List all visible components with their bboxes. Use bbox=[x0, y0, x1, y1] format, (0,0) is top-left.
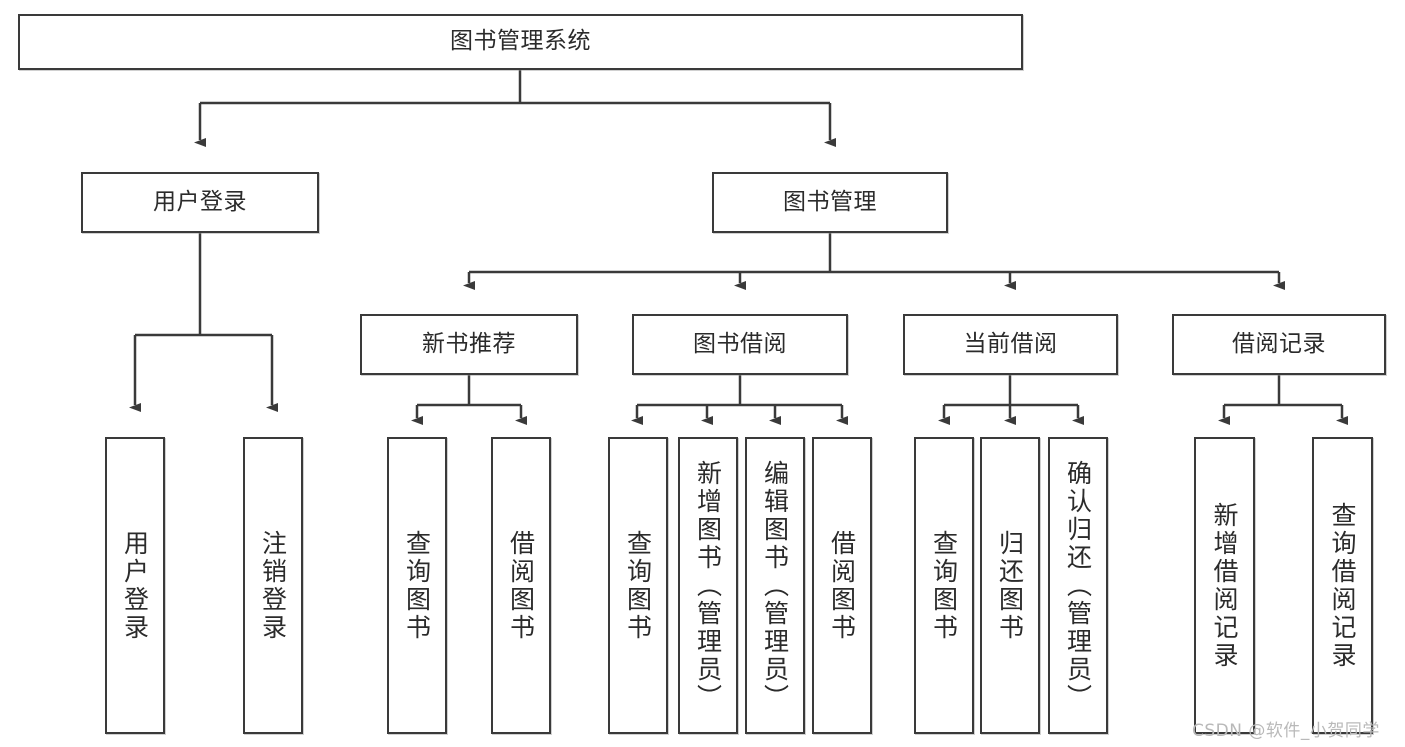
node-book-management[interactable]: 图书管理 bbox=[712, 172, 948, 233]
node-new-book-recommend[interactable]: 新书推荐 bbox=[360, 314, 578, 375]
leaf-logout-label: 注销登录 bbox=[258, 529, 288, 642]
leaf-current-return-book-label: 归还图书 bbox=[995, 529, 1025, 642]
node-borrow-record-label: 借阅记录 bbox=[1232, 330, 1326, 357]
node-user-login[interactable]: 用户登录 bbox=[81, 172, 319, 233]
leaf-newbook-borrow-book[interactable]: 借阅图书 bbox=[491, 437, 551, 734]
leaf-borrow-borrow-book-label: 借阅图书 bbox=[827, 529, 857, 642]
leaf-current-query-book-label: 查询图书 bbox=[929, 529, 959, 642]
leaf-newbook-borrow-book-label: 借阅图书 bbox=[506, 529, 536, 642]
leaf-record-query[interactable]: 查询借阅记录 bbox=[1312, 437, 1373, 734]
leaf-borrow-edit-book[interactable]: 编辑图书（管理员） bbox=[745, 437, 805, 734]
node-borrow-record[interactable]: 借阅记录 bbox=[1172, 314, 1386, 375]
leaf-borrow-query-book[interactable]: 查询图书 bbox=[608, 437, 668, 734]
leaf-newbook-query-book[interactable]: 查询图书 bbox=[387, 437, 447, 734]
leaf-record-add[interactable]: 新增借阅记录 bbox=[1194, 437, 1255, 734]
node-root-label: 图书管理系统 bbox=[450, 28, 591, 55]
leaf-borrow-query-book-label: 查询图书 bbox=[623, 529, 653, 642]
leaf-borrow-borrow-book[interactable]: 借阅图书 bbox=[812, 437, 872, 734]
leaf-user-login-label: 用户登录 bbox=[120, 529, 150, 642]
node-book-borrow-label: 图书借阅 bbox=[693, 330, 787, 357]
leaf-current-return-book[interactable]: 归还图书 bbox=[980, 437, 1040, 734]
leaf-newbook-query-book-label: 查询图书 bbox=[402, 529, 432, 642]
node-root[interactable]: 图书管理系统 bbox=[18, 14, 1023, 70]
leaf-borrow-add-book-label: 新增图书（管理员） bbox=[693, 459, 723, 712]
leaf-borrow-edit-book-label: 编辑图书（管理员） bbox=[760, 459, 790, 712]
leaf-record-add-label: 新增借阅记录 bbox=[1210, 501, 1239, 670]
node-book-management-label: 图书管理 bbox=[783, 188, 877, 215]
leaf-current-confirm-return[interactable]: 确认归还（管理员） bbox=[1048, 437, 1108, 734]
leaf-logout[interactable]: 注销登录 bbox=[243, 437, 303, 734]
node-user-login-label: 用户登录 bbox=[153, 188, 247, 215]
leaf-current-query-book[interactable]: 查询图书 bbox=[914, 437, 974, 734]
node-book-borrow[interactable]: 图书借阅 bbox=[632, 314, 848, 375]
node-current-borrow-label: 当前借阅 bbox=[963, 330, 1058, 357]
leaf-user-login[interactable]: 用户登录 bbox=[105, 437, 165, 734]
leaf-record-query-label: 查询借阅记录 bbox=[1328, 501, 1357, 670]
node-current-borrow[interactable]: 当前借阅 bbox=[903, 314, 1118, 375]
node-new-book-recommend-label: 新书推荐 bbox=[422, 330, 516, 357]
leaf-borrow-add-book[interactable]: 新增图书（管理员） bbox=[678, 437, 738, 734]
csdn-watermark: CSDN @软件_小贺同学 bbox=[1192, 721, 1380, 741]
leaf-current-confirm-return-label: 确认归还（管理员） bbox=[1063, 459, 1093, 712]
